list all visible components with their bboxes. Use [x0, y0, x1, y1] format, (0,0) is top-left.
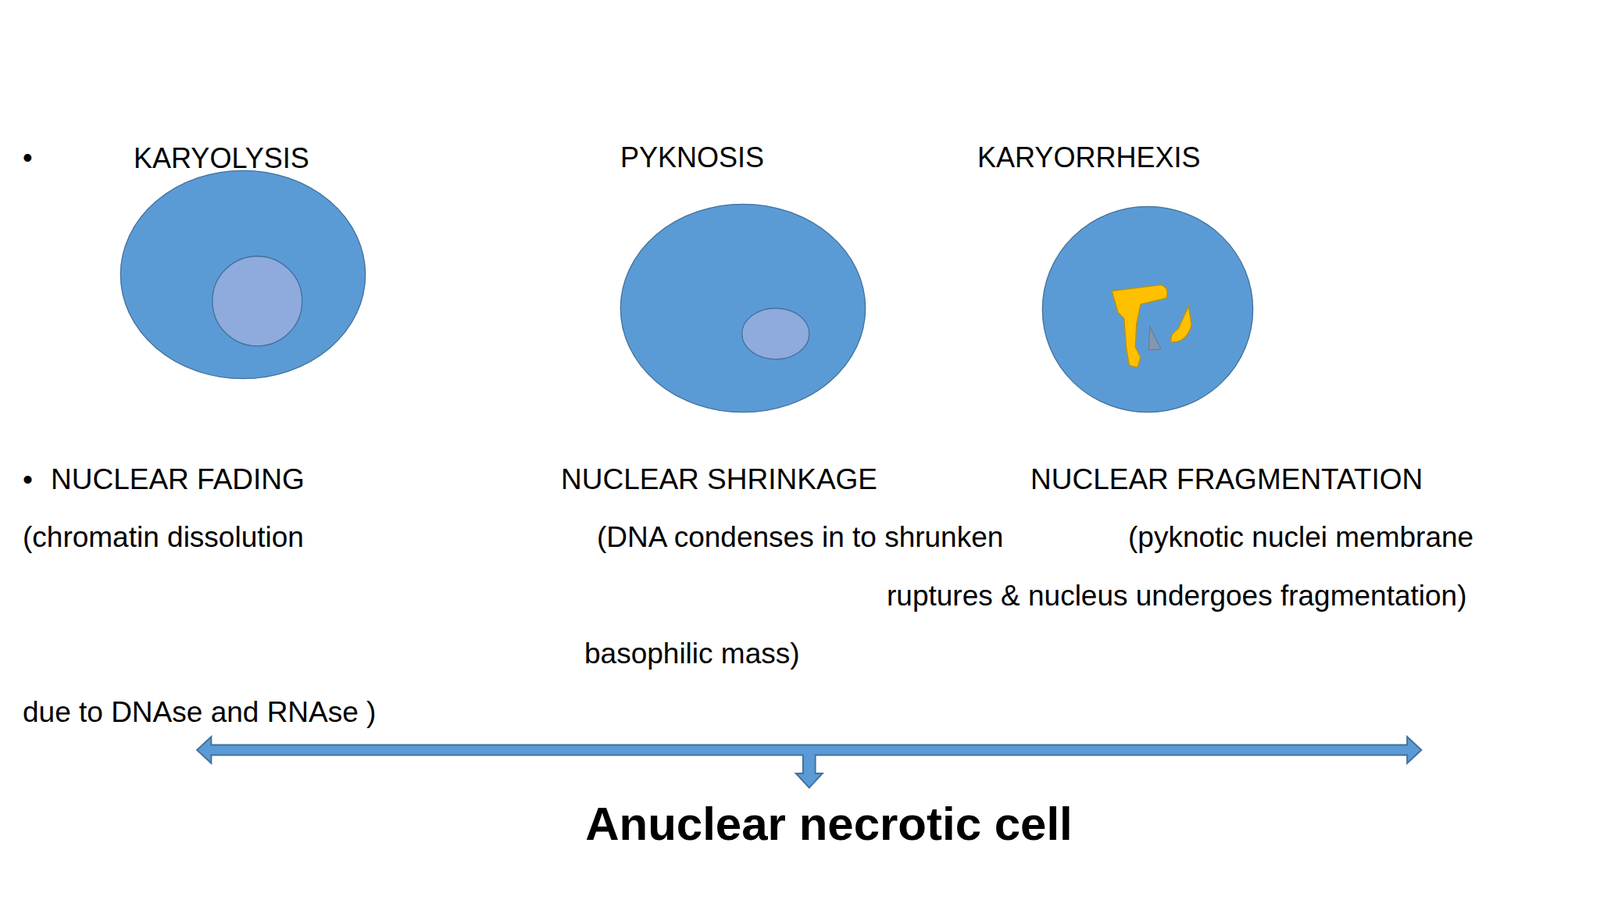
bullet: • — [22, 140, 33, 175]
faded-nucleus — [212, 256, 303, 347]
cell-shape — [619, 203, 867, 414]
nuclear-fragment — [1148, 326, 1161, 350]
cell-body — [120, 170, 365, 379]
cell-body — [1042, 206, 1253, 412]
bullet: • — [22, 462, 33, 497]
cell-shape — [1041, 205, 1254, 414]
description-text: (chromatin dissolution — [22, 520, 304, 555]
description-text: (pyknotic nuclei membrane — [1128, 520, 1474, 555]
cell-circle: KARYORRHEXIS — [1041, 205, 1254, 414]
description-text: (DNA condenses in to shrunken — [596, 520, 1004, 555]
feature-title: NUCLEAR FADING — [50, 462, 305, 497]
feature-title: NUCLEAR SHRINKAGE — [560, 462, 878, 497]
cell-body — [620, 203, 865, 412]
stage-heading: PYKNOSIS — [620, 142, 765, 174]
nuclear-fragment — [1171, 306, 1193, 343]
nuclear-fragment — [1111, 285, 1168, 368]
cell-shape — [119, 169, 367, 380]
stage-heading: KARYORRHEXIS — [977, 142, 1200, 174]
description-text: ruptures & nucleus undergoes fragmentati… — [886, 578, 1468, 614]
description-text: due to DNAse and RNAse ) — [22, 695, 376, 730]
shrunken-nucleus — [742, 308, 810, 360]
result-label: Anuclear necrotic cell — [585, 796, 1073, 852]
cell-circle: KARYOLYSIS — [119, 169, 367, 380]
cell-circle: PYKNOSIS — [619, 203, 867, 414]
feature-title: NUCLEAR FRAGMENTATION — [1030, 462, 1423, 497]
description-text: basophilic mass) — [584, 636, 800, 672]
double-arrow — [196, 736, 1422, 788]
stage-heading: KARYOLYSIS — [133, 142, 310, 175]
